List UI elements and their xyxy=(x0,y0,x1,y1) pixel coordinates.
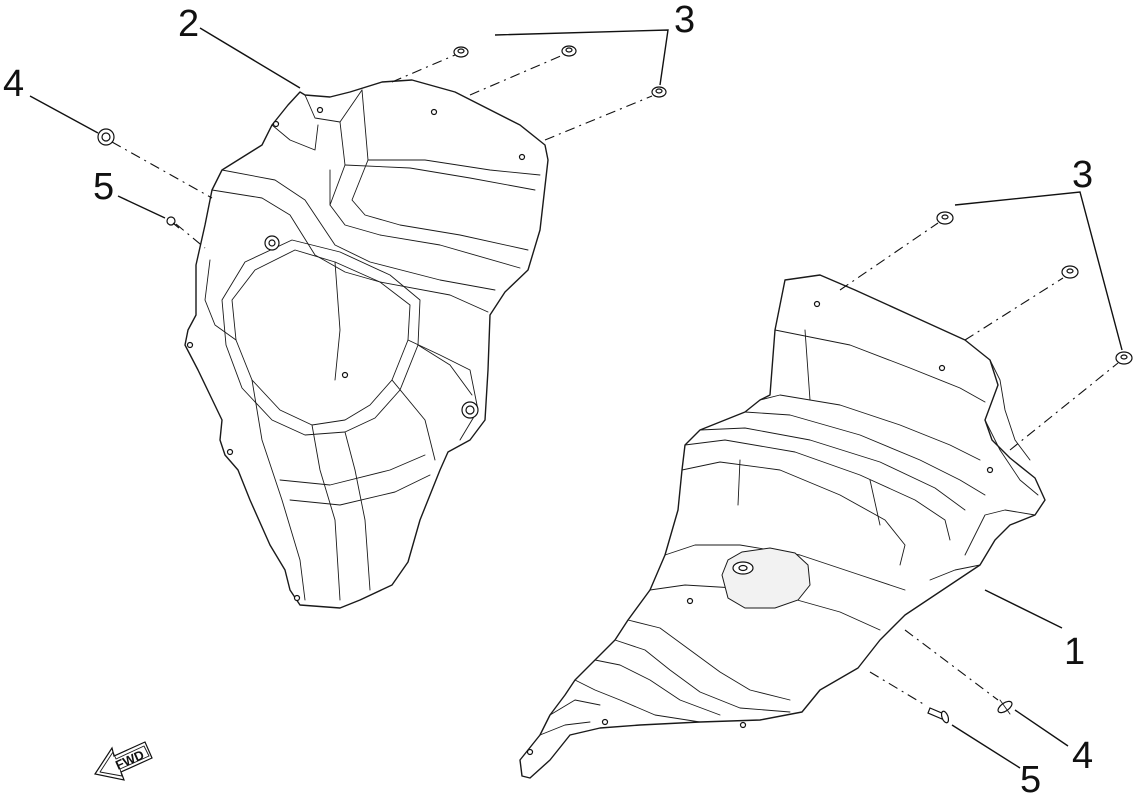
leader-lines xyxy=(29,27,1123,769)
assembly-lines xyxy=(111,54,1119,706)
callout-3-right: 3 xyxy=(1072,154,1093,196)
pin-left xyxy=(166,216,180,229)
fwd-label: FWD xyxy=(113,747,146,773)
grommet-right xyxy=(997,699,1013,715)
callout-5-left: 5 xyxy=(93,166,114,208)
pin-right xyxy=(927,707,950,724)
callout-3-left: 3 xyxy=(674,0,695,41)
callout-5-right: 5 xyxy=(1020,759,1041,800)
left-footwell-panel xyxy=(184,79,549,609)
right-footwell-panel xyxy=(519,274,1046,779)
fwd-arrow-icon: FWD xyxy=(94,741,153,781)
callout-2: 2 xyxy=(178,3,199,45)
clip-fasteners-left xyxy=(453,45,667,98)
clip-fasteners-right xyxy=(936,211,1133,365)
grommet-left xyxy=(97,128,115,146)
callout-labels: 2 3 4 5 3 1 4 5 xyxy=(3,0,1093,800)
callout-4-right: 4 xyxy=(1072,735,1093,777)
callout-4-left: 4 xyxy=(3,63,24,105)
callout-1: 1 xyxy=(1064,631,1085,673)
